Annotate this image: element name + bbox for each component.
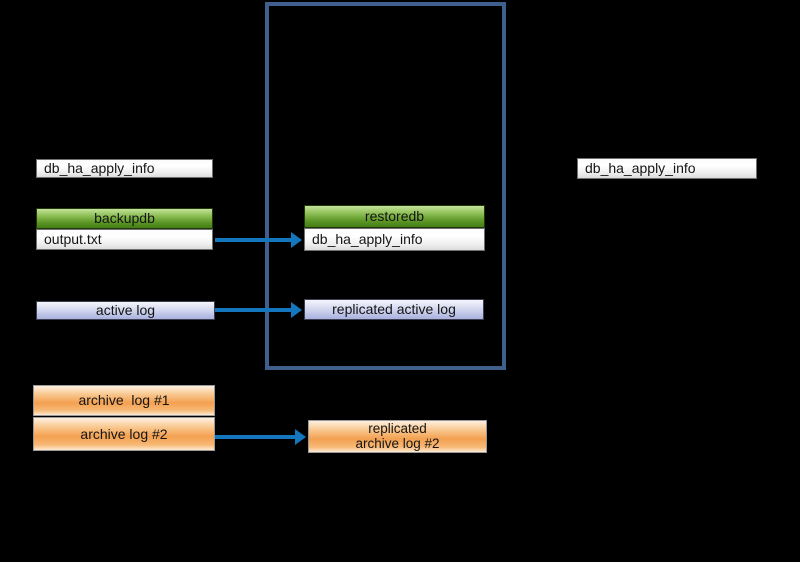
active-log-box: active log [36,301,215,320]
arrow-active-log-to-replicated-active-log [215,302,302,318]
mid-db-ha-apply-info-label: db_ha_apply_info [312,231,423,248]
replicated-active-log-label: replicated active log [332,301,456,318]
output-txt-label: output.txt [44,231,102,248]
arrow-archive-log-2-to-replicated-archive-log-2 [215,429,306,445]
output-txt-box: output.txt [36,229,213,250]
arrow-shaft [215,435,295,439]
replicated-active-log-box: replicated active log [304,299,484,320]
right-db-ha-apply-info-label: db_ha_apply_info [585,160,696,177]
replicated-archive-log-2-line2: archive log #2 [355,435,440,451]
archive-log-2-label: archive log #2 [80,425,168,442]
backupdb-box: backupdb [36,208,213,229]
restore-host-container-rect [265,2,506,370]
arrow-output-txt-to-mid-apply-info [215,232,302,248]
arrow-head [291,302,302,318]
restoredb-box: restoredb [304,205,485,228]
restoredb-label: restoredb [364,208,425,225]
active-log-label: active log [95,302,156,319]
archive-log-1-box: archive log #1 [33,385,215,416]
arrow-shaft [215,238,291,242]
replicated-archive-log-2-line1: replicated [368,421,427,437]
archive-log-2-box: archive log #2 [33,417,215,451]
left-db-ha-apply-info-box: db_ha_apply_info [36,159,213,178]
mid-db-ha-apply-info-box: db_ha_apply_info [304,228,485,251]
left-db-ha-apply-info-label: db_ha_apply_info [44,160,155,177]
arrow-head [295,429,306,445]
replicated-archive-log-2-box: replicated archive log #2 [308,420,487,453]
arrow-head [291,232,302,248]
archive-log-1-label: archive log #1 [78,392,170,409]
arrow-shaft [215,308,291,312]
backupdb-label: backupdb [94,210,155,227]
right-db-ha-apply-info-box: db_ha_apply_info [577,158,757,179]
